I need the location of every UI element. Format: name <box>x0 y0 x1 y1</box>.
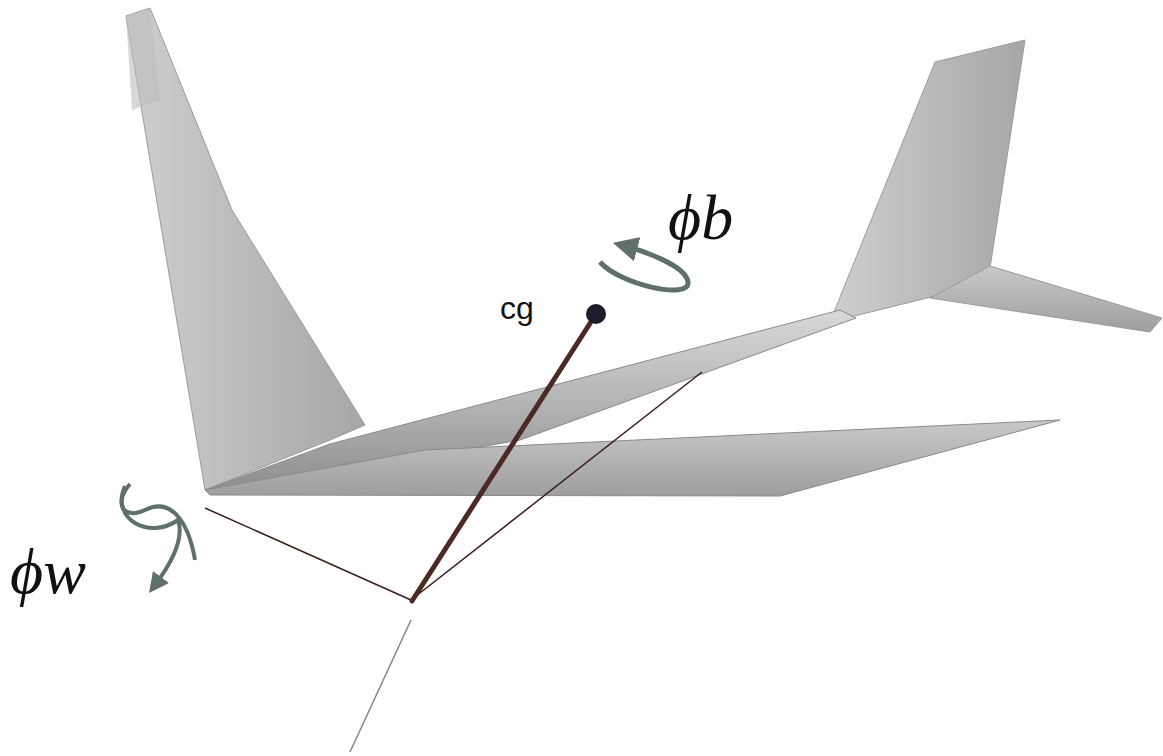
roll-angle-label: ϕw <box>10 540 86 604</box>
roll-angle-label: ϕb <box>668 186 733 250</box>
rotation-arrow <box>122 486 180 585</box>
near-wing <box>205 420 1060 496</box>
cg-label: cg <box>500 292 534 324</box>
rotation-arrow <box>600 246 688 290</box>
bridle-line <box>205 508 411 600</box>
horizontal-tail <box>930 266 1162 332</box>
tether-line <box>350 620 411 752</box>
cg-dot <box>586 304 606 324</box>
rod <box>412 314 596 601</box>
winglet <box>126 8 160 110</box>
bridle-line <box>411 372 702 600</box>
far-wing <box>126 8 365 490</box>
